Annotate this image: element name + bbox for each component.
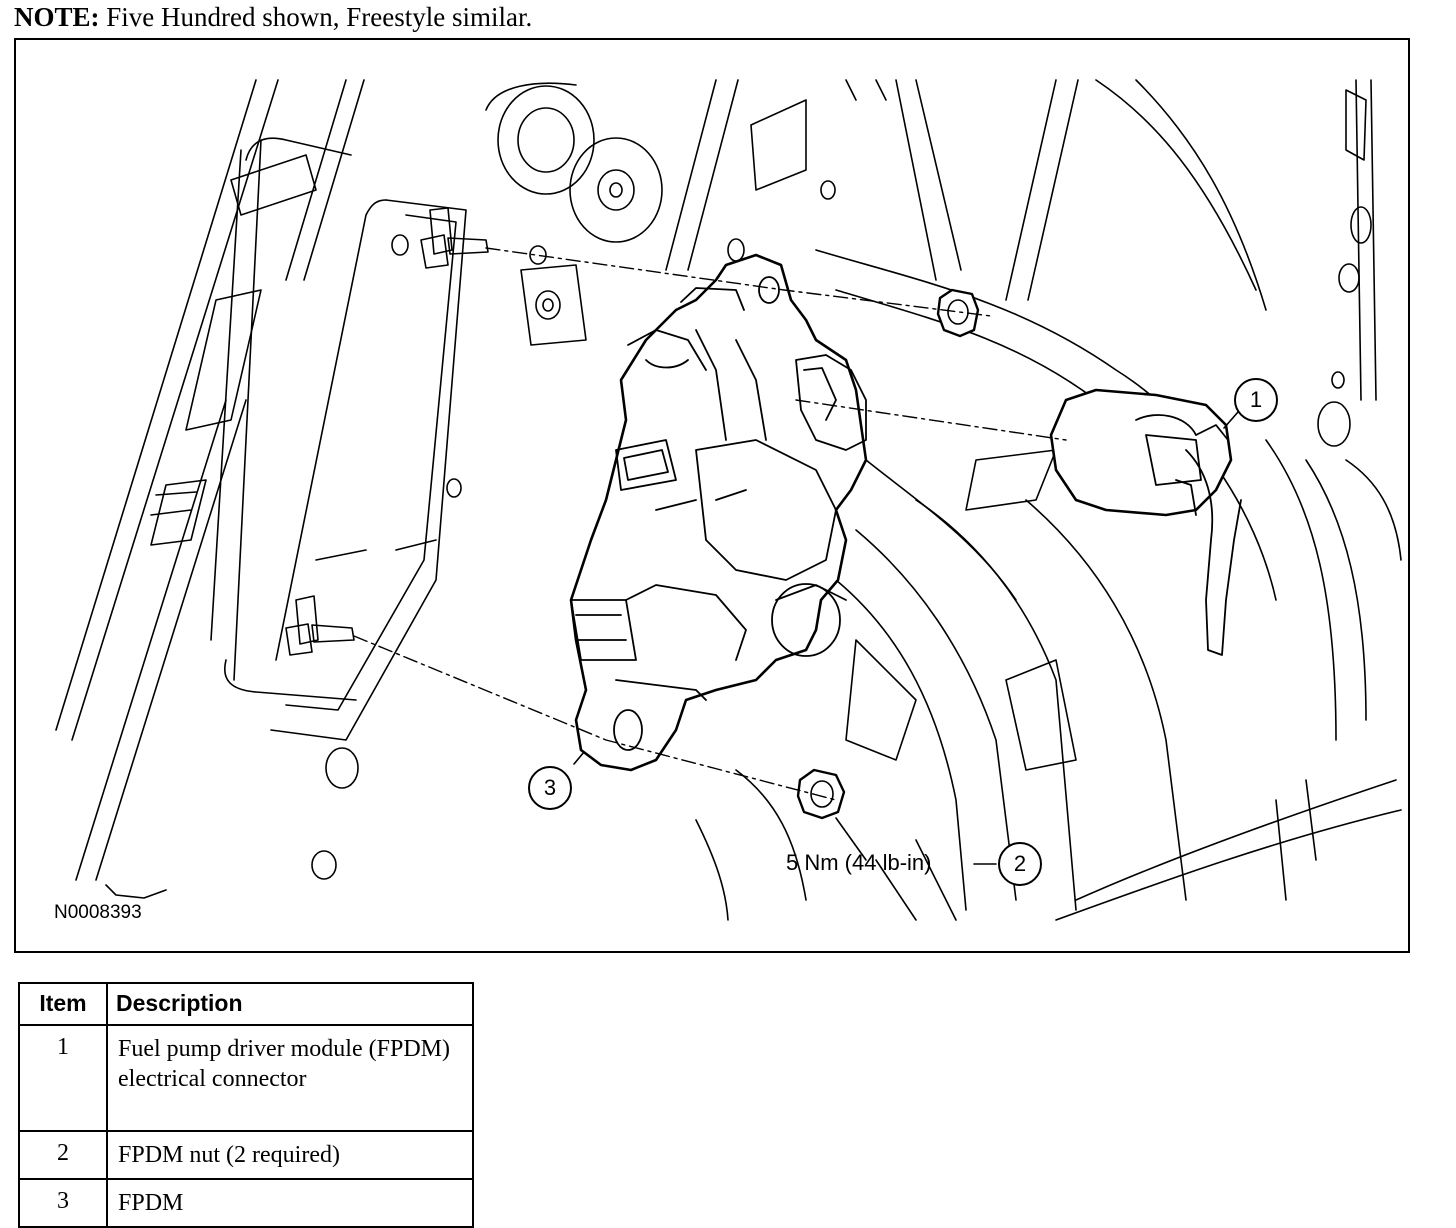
row-description: FPDM nut (2 required) [106,1130,474,1180]
header-item: Item [18,982,108,1026]
upper-nut [936,288,980,338]
torque-label: 5 Nm (44 lb-in) [786,850,932,875]
figure-frame: 1 2 3 5 Nm (44 lb-in) N0008393 [14,38,1410,953]
row-item-number: 3 [18,1178,108,1228]
row-item-number: 1 [18,1024,108,1132]
note: NOTE: Five Hundred shown, Freestyle simi… [14,2,532,33]
table-row: 2 FPDM nut (2 required) [18,1130,474,1180]
table-row: 3 FPDM [18,1178,474,1228]
body-panel-lines [665,79,1402,921]
item-description-table: Item Description 1 Fuel pump driver modu… [18,982,474,1228]
fpdm-details [570,276,867,751]
leader-lines [573,411,1239,865]
callout-2: 2 [998,842,1042,886]
figure-id: N0008393 [54,902,142,923]
row-item-number: 2 [18,1130,108,1180]
callout-3: 3 [528,766,572,810]
note-text: Five Hundred shown, Freestyle similar. [99,2,533,32]
fpdm-illustration [55,79,1402,921]
note-prefix: NOTE: [14,2,100,32]
right-panel-structure [1265,79,1402,741]
row-description: Fuel pump driver module (FPDM) electrica… [106,1024,474,1132]
table-header-row: Item Description [18,982,474,1026]
fpdm-module [569,253,868,772]
upper-stud [420,207,489,269]
connector-details [1135,414,1242,656]
lower-stud [285,595,355,656]
header-description: Description [106,982,474,1026]
fpdm-connector [1049,388,1233,517]
callout-1: 1 [1234,378,1278,422]
lower-nut [796,768,846,820]
table-row: 1 Fuel pump driver module (FPDM) electri… [18,1024,474,1132]
row-description: FPDM [106,1178,474,1228]
alignment-lines [353,247,1067,801]
left-panel-structure [55,79,467,899]
